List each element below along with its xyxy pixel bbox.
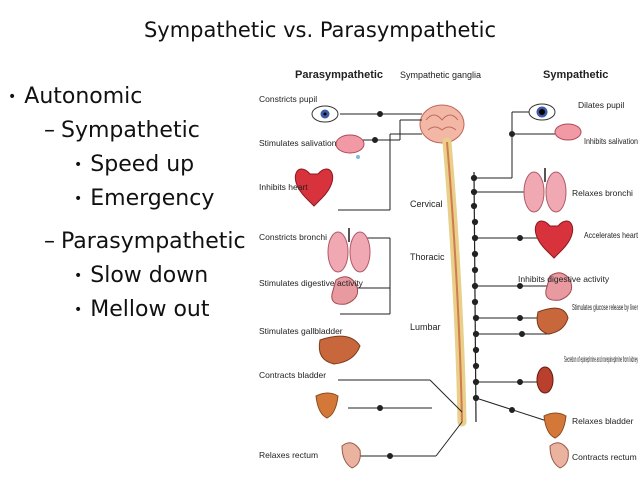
sympathetic-ganglia-chain [470, 171, 480, 423]
heart-icon [294, 168, 334, 207]
header-sympathetic: Sympathetic [543, 69, 608, 81]
para-label-stimulates-gallbladder: Stimulates gallbladder [259, 326, 343, 336]
para-label-contracts-bladder: Contracts bladder [259, 370, 326, 380]
bladder-icon [543, 412, 567, 439]
bullet-sympathetic: –Sympathetic [44, 118, 200, 143]
para-label-constricts-bronchi: Constricts bronchi [259, 232, 327, 242]
rectum-icon [549, 442, 569, 469]
bullet-dot-icon: • [8, 89, 17, 105]
header-parasympathetic: Parasympathetic [295, 69, 383, 81]
stomach-icon [331, 276, 359, 305]
symp-label-contracts-rectum: Contracts rectum [572, 452, 637, 462]
symp-label-relaxes-bladder: Relaxes bladder [572, 416, 634, 426]
autonomic-nervous-system-diagram: Parasympathetic Sympathetic ganglia Symp… [259, 69, 639, 469]
para-label-inhibits-heart: Inhibits heart [259, 182, 308, 192]
symp-label-relaxes-bronchi: Relaxes bronchi [572, 188, 633, 198]
salivary-gland-icon [554, 123, 582, 141]
region-cervical: Cervical [410, 199, 443, 209]
para-label-relaxes-rectum: Relaxes rectum [259, 450, 318, 460]
symp-label-glucose-release: Stimulates glucose release by liver [572, 302, 638, 312]
header-sympathetic-ganglia: Sympathetic ganglia [400, 70, 481, 80]
salivary-gland-icon [335, 134, 365, 159]
parasympathetic-nerves [338, 111, 463, 459]
kidney-icon [536, 366, 554, 394]
bladder-icon [315, 392, 339, 419]
symp-label-epinephrine-kidney: Secretion of epinephrine and norepinephr… [564, 354, 638, 364]
brain-icon [419, 104, 465, 144]
bullet-dot-icon: • [74, 191, 83, 207]
spinal-cord [442, 137, 467, 427]
lungs-icon [523, 168, 567, 213]
symp-label-dilates-pupil: Dilates pupil [578, 100, 624, 110]
region-thoracic: Thoracic [410, 252, 445, 262]
slide-title: Sympathetic vs. Parasympathetic [143, 18, 497, 42]
para-label-stimulates-digestive: Stimulates digestive activity [259, 278, 364, 288]
bullet-speed-up: •Speed up [74, 152, 195, 177]
heart-icon [534, 220, 574, 259]
bullet-emergency: •Emergency [74, 186, 215, 211]
bullet-dot-icon: • [74, 157, 83, 173]
bullet-autonomic: •Autonomic [8, 84, 143, 109]
sympathetic-nerves [475, 111, 568, 423]
bullet-slow-down: •Slow down [74, 263, 209, 288]
bullet-mellow-out: •Mellow out [74, 297, 210, 322]
eye-icon [311, 105, 339, 123]
bullet-dot-icon: • [74, 302, 83, 318]
symp-label-inhibits-salivation: Inhibits salivation [584, 136, 638, 146]
region-lumbar: Lumbar [410, 322, 441, 332]
stomach-icon [545, 272, 573, 301]
bullet-parasympathetic: –Parasympathetic [44, 229, 246, 254]
para-label-stimulates-salivation: Stimulates salivation [259, 138, 337, 148]
bullet-dot-icon: • [74, 268, 83, 284]
dash-icon: – [44, 118, 55, 143]
gallbladder-liver-icon [318, 335, 361, 365]
lungs-icon [327, 228, 371, 273]
liver-icon [536, 307, 569, 335]
dash-icon: – [44, 229, 55, 254]
symp-label-inhibits-digestive: Inhibits digestive activity [518, 274, 610, 284]
rectum-icon [341, 442, 361, 469]
symp-label-accelerates-heart: Accelerates heart [584, 230, 639, 240]
eye-icon [528, 103, 556, 121]
para-label-constricts-pupil: Constricts pupil [259, 94, 317, 104]
